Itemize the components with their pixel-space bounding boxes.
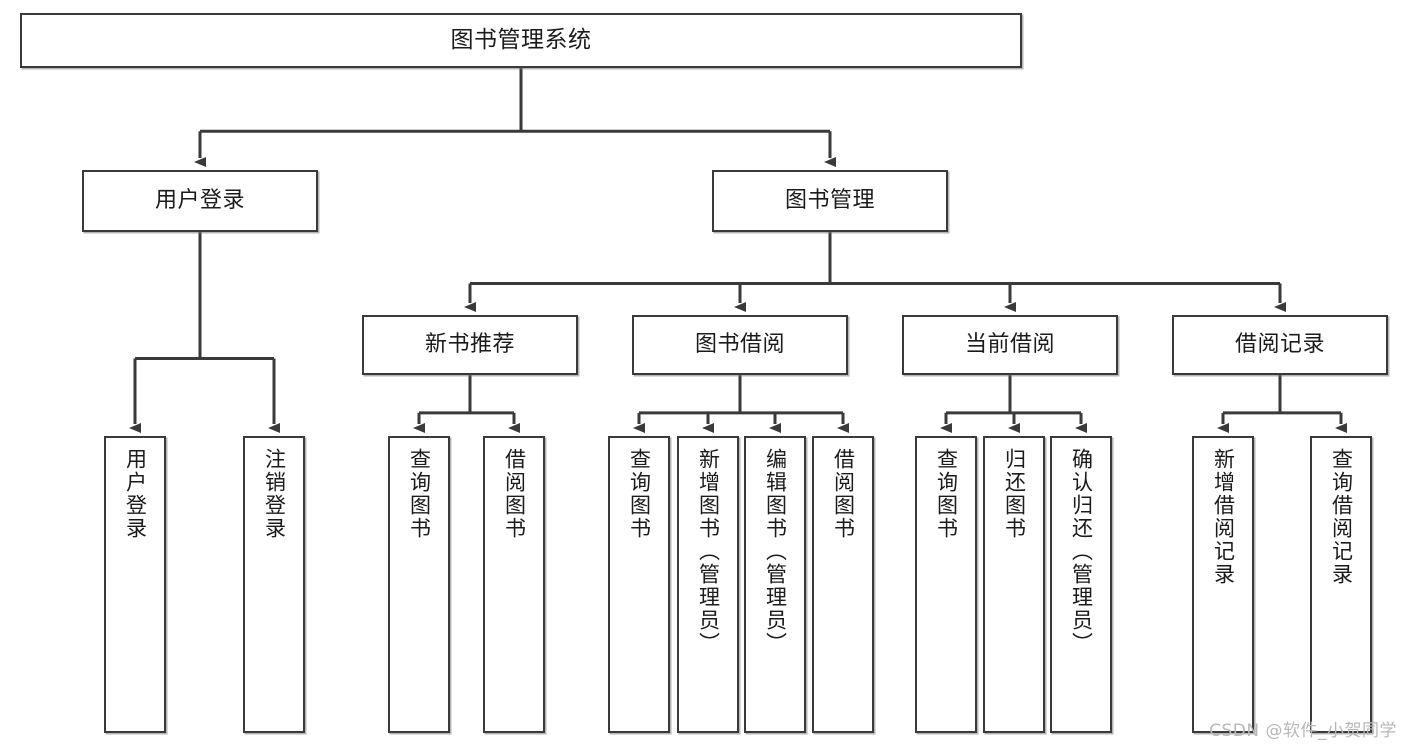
node-leaf-return-book-label: 归还图书 [1002,448,1027,540]
node-leaf-query-record[interactable]: 查询借阅记录 [1310,436,1372,733]
node-leaf-query-record-label: 查询借阅记录 [1329,448,1354,586]
node-leaf-borrow-book-1-label: 借阅图书 [502,448,527,540]
node-leaf-user-login-label: 用户登录 [123,448,148,540]
node-leaf-borrow-book-2-label: 借阅图书 [831,448,856,540]
node-current-borrow[interactable]: 当前借阅 [902,315,1118,375]
node-leaf-borrow-book-2[interactable]: 借阅图书 [812,436,874,733]
node-leaf-user-login[interactable]: 用户登录 [104,436,166,733]
node-leaf-return-book[interactable]: 归还图书 [983,436,1045,733]
node-leaf-confirm-return[interactable]: 确认归还（管理员） [1050,436,1112,733]
node-book-borrow[interactable]: 图书借阅 [632,315,848,375]
node-book-manage[interactable]: 图书管理 [712,170,948,232]
node-new-book-recommend[interactable]: 新书推荐 [362,315,578,375]
node-user-login-label: 用户登录 [154,187,245,213]
node-leaf-query-book-3-label: 查询图书 [934,448,959,540]
node-new-book-recommend-label: 新书推荐 [424,331,515,357]
node-leaf-borrow-book-1[interactable]: 借阅图书 [483,436,545,733]
node-borrow-record-label: 借阅记录 [1234,331,1325,357]
node-leaf-confirm-return-label: 确认归还（管理员） [1069,448,1094,655]
node-leaf-add-record-label: 新增借阅记录 [1211,448,1236,586]
node-leaf-add-record[interactable]: 新增借阅记录 [1192,436,1254,733]
node-leaf-edit-book[interactable]: 编辑图书（管理员） [744,436,806,733]
node-root[interactable]: 图书管理系统 [20,13,1022,68]
node-leaf-query-book-1[interactable]: 查询图书 [388,436,450,733]
node-leaf-logout[interactable]: 注销登录 [243,436,305,733]
node-leaf-query-book-2[interactable]: 查询图书 [608,436,670,733]
node-leaf-add-book-label: 新增图书（管理员） [696,448,721,655]
node-leaf-edit-book-label: 编辑图书（管理员） [763,448,788,655]
node-borrow-record[interactable]: 借阅记录 [1172,315,1388,375]
node-leaf-add-book[interactable]: 新增图书（管理员） [677,436,739,733]
node-root-label: 图书管理系统 [450,27,592,54]
node-leaf-query-book-2-label: 查询图书 [627,448,652,540]
node-leaf-query-book-1-label: 查询图书 [407,448,432,540]
node-book-borrow-label: 图书借阅 [694,331,785,357]
node-leaf-query-book-3[interactable]: 查询图书 [915,436,977,733]
watermark-text: CSDN @软件_小贺同学 [1209,721,1397,741]
node-book-manage-label: 图书管理 [784,187,875,213]
node-user-login[interactable]: 用户登录 [82,170,318,232]
node-leaf-logout-label: 注销登录 [262,448,287,540]
node-current-borrow-label: 当前借阅 [964,331,1055,357]
